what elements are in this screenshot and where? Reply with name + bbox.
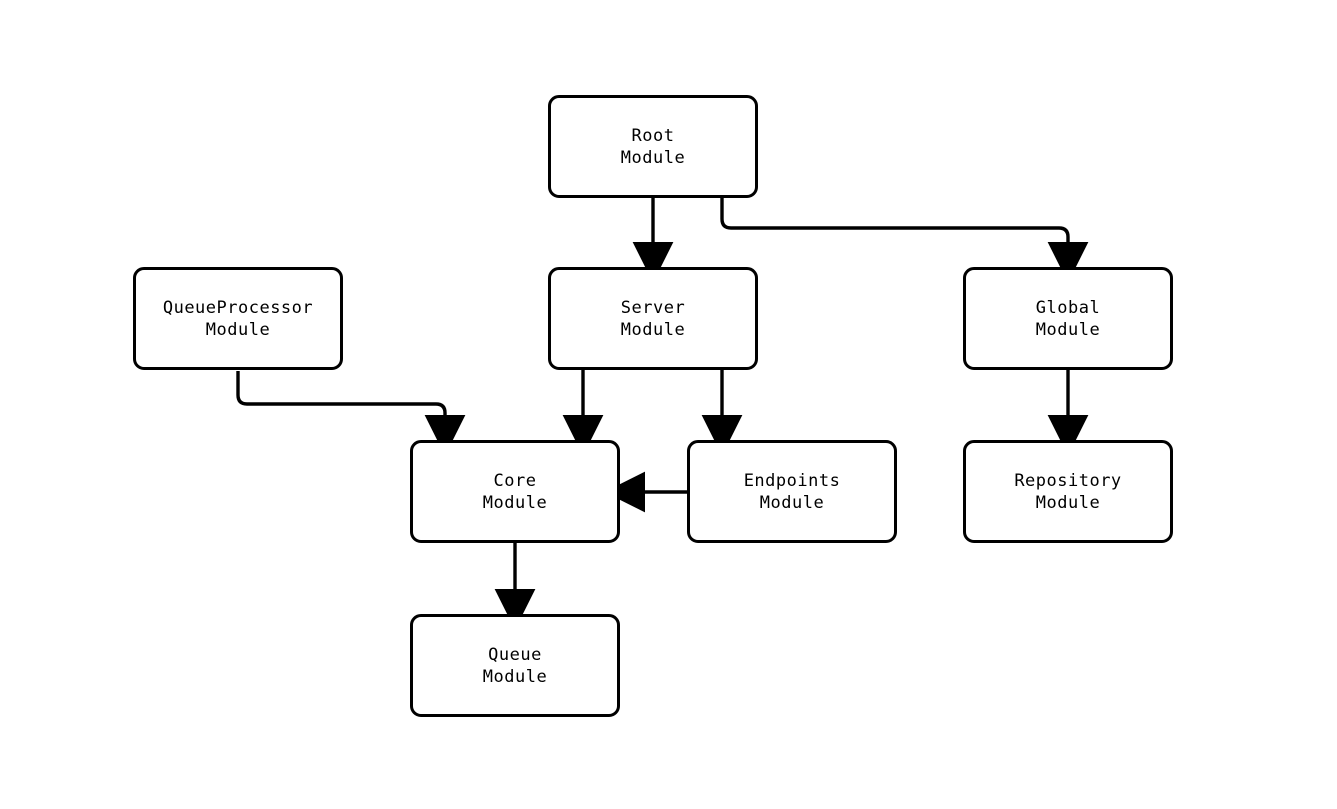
- node-endpoints-module[interactable]: Endpoints Module: [687, 440, 897, 543]
- node-global-module-name: Global: [1035, 297, 1101, 318]
- node-root-module-suffix: Module: [620, 147, 686, 168]
- node-core-module-name: Core: [493, 470, 537, 491]
- node-root-module-name: Root: [631, 125, 675, 146]
- node-repository-module-name: Repository: [1014, 470, 1122, 491]
- node-global-module-suffix: Module: [1035, 319, 1101, 340]
- node-queueprocessor-module-name: QueueProcessor: [162, 297, 314, 318]
- node-global-module[interactable]: Global Module: [963, 267, 1173, 370]
- node-root-module[interactable]: Root Module: [548, 95, 758, 198]
- node-endpoints-module-name: Endpoints: [743, 470, 841, 491]
- node-queueprocessor-module-suffix: Module: [205, 319, 271, 340]
- edge-root-global: [720, 198, 1089, 283]
- node-queue-module-suffix: Module: [482, 666, 548, 687]
- node-repository-module-suffix: Module: [1035, 492, 1101, 513]
- node-server-module[interactable]: Server Module: [548, 267, 758, 370]
- node-queue-module-name: Queue: [488, 644, 542, 665]
- edge-queueprocessor-core: [236, 371, 466, 456]
- node-server-module-name: Server: [620, 297, 686, 318]
- node-queueprocessor-module[interactable]: QueueProcessor Module: [133, 267, 343, 370]
- node-server-module-suffix: Module: [620, 319, 686, 340]
- node-endpoints-module-suffix: Module: [759, 492, 825, 513]
- node-repository-module[interactable]: Repository Module: [963, 440, 1173, 543]
- node-core-module[interactable]: Core Module: [410, 440, 620, 543]
- node-core-module-suffix: Module: [482, 492, 548, 513]
- node-queue-module[interactable]: Queue Module: [410, 614, 620, 717]
